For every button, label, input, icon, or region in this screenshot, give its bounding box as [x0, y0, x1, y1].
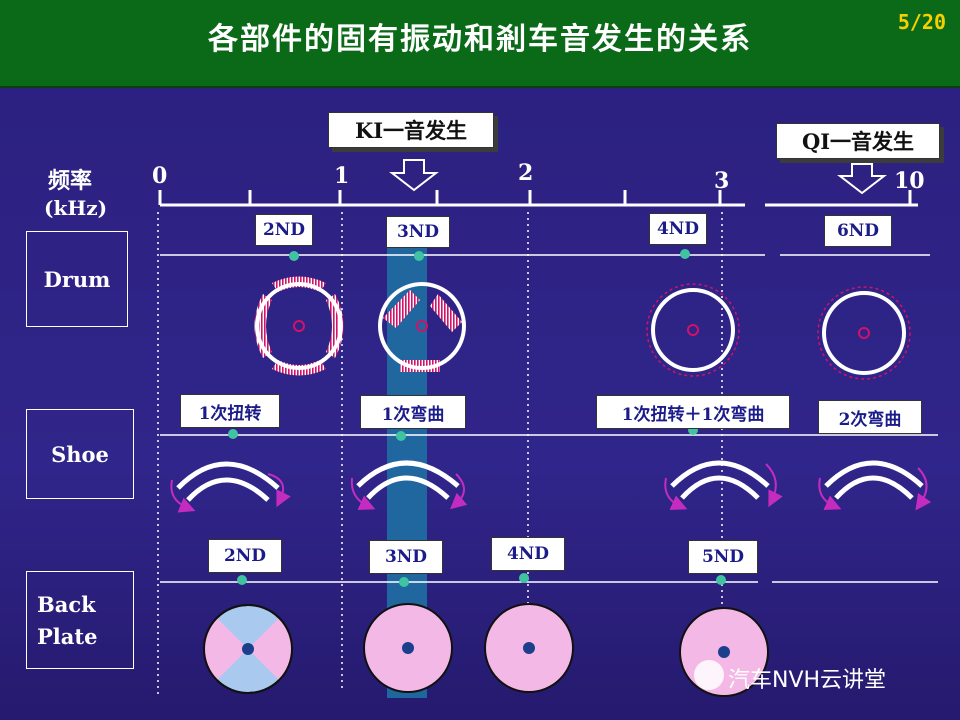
shoe-mode-dot — [396, 431, 406, 441]
drum-mode-label: 2ND — [255, 214, 313, 246]
watermark-text: 汽车NVH云讲堂 — [728, 668, 887, 693]
shoe-mode-label: 1次扭转 — [180, 394, 280, 428]
tick-label-0: 0 — [152, 163, 168, 189]
drum-mode-label: 3ND — [386, 216, 450, 248]
shoe-mode-3-shape — [664, 460, 783, 511]
ki-arrow-icon — [389, 159, 439, 192]
drum-3nd-shape — [378, 282, 466, 372]
drum-mode-dot — [680, 249, 690, 259]
plate-mode-dot — [519, 573, 529, 583]
drum-4nd-shape — [646, 283, 740, 377]
drum-mode-dot — [289, 251, 299, 261]
page-number: 5/20 — [897, 10, 946, 34]
axis-label-line2: (kHz) — [44, 196, 108, 220]
drum-mode-label: 6ND — [824, 215, 892, 247]
plate-4nd-disc — [484, 603, 574, 693]
drum-2nd-shape — [254, 276, 344, 376]
shoe-mode-label: 1次弯曲 — [360, 395, 466, 429]
shoe-mode-dot — [228, 429, 238, 439]
row-label-back: Back — [37, 592, 96, 617]
title-bar: 各部件的固有振动和剎车音发生的关系 5/20 — [0, 0, 960, 88]
plate-2nd-disc — [203, 604, 293, 694]
plate-mode-label: 3ND — [369, 540, 443, 574]
plate-mode-label: 4ND — [491, 537, 565, 571]
qi-arrow-icon — [837, 163, 887, 195]
row-label-drum: Drum — [26, 231, 128, 327]
plate-mode-dot — [399, 577, 409, 587]
tick-label-2: 2 — [518, 160, 534, 186]
page-title: 各部件的固有振动和剎车音发生的关系 — [208, 22, 752, 57]
tick-label-10: 10 — [894, 168, 925, 194]
shoe-mode-1-shape — [170, 461, 291, 513]
plate-3nd-disc — [363, 603, 453, 693]
watermark-icon — [694, 660, 724, 690]
plate-mode-label: 2ND — [208, 539, 282, 573]
qi-callout: QI一音发生 — [776, 123, 940, 159]
tick-label-3: 3 — [714, 168, 730, 194]
ki-callout: KI一音发生 — [328, 112, 494, 148]
tick-label-1: 1 — [334, 163, 350, 189]
shoe-mode-2-shape — [350, 460, 468, 511]
shoe-mode-label: 1次扭转＋1次弯曲 — [596, 395, 790, 429]
shoe-mode-label: 2次弯曲 — [818, 400, 922, 434]
plate-mode-label: 5ND — [688, 540, 758, 574]
row-label-back-plate: Back Plate — [26, 571, 134, 669]
row-label-plate: Plate — [37, 624, 98, 649]
drum-mode-dot — [414, 251, 424, 261]
drum-mode-label: 4ND — [649, 213, 707, 245]
shoe-mode-4-shape — [818, 460, 932, 511]
row-label-shoe: Shoe — [26, 409, 134, 499]
drum-6nd-shape — [817, 286, 911, 380]
plate-mode-dot — [237, 575, 247, 585]
axis-label-line1: 频率 — [48, 168, 93, 194]
plate-mode-dot — [716, 575, 726, 585]
